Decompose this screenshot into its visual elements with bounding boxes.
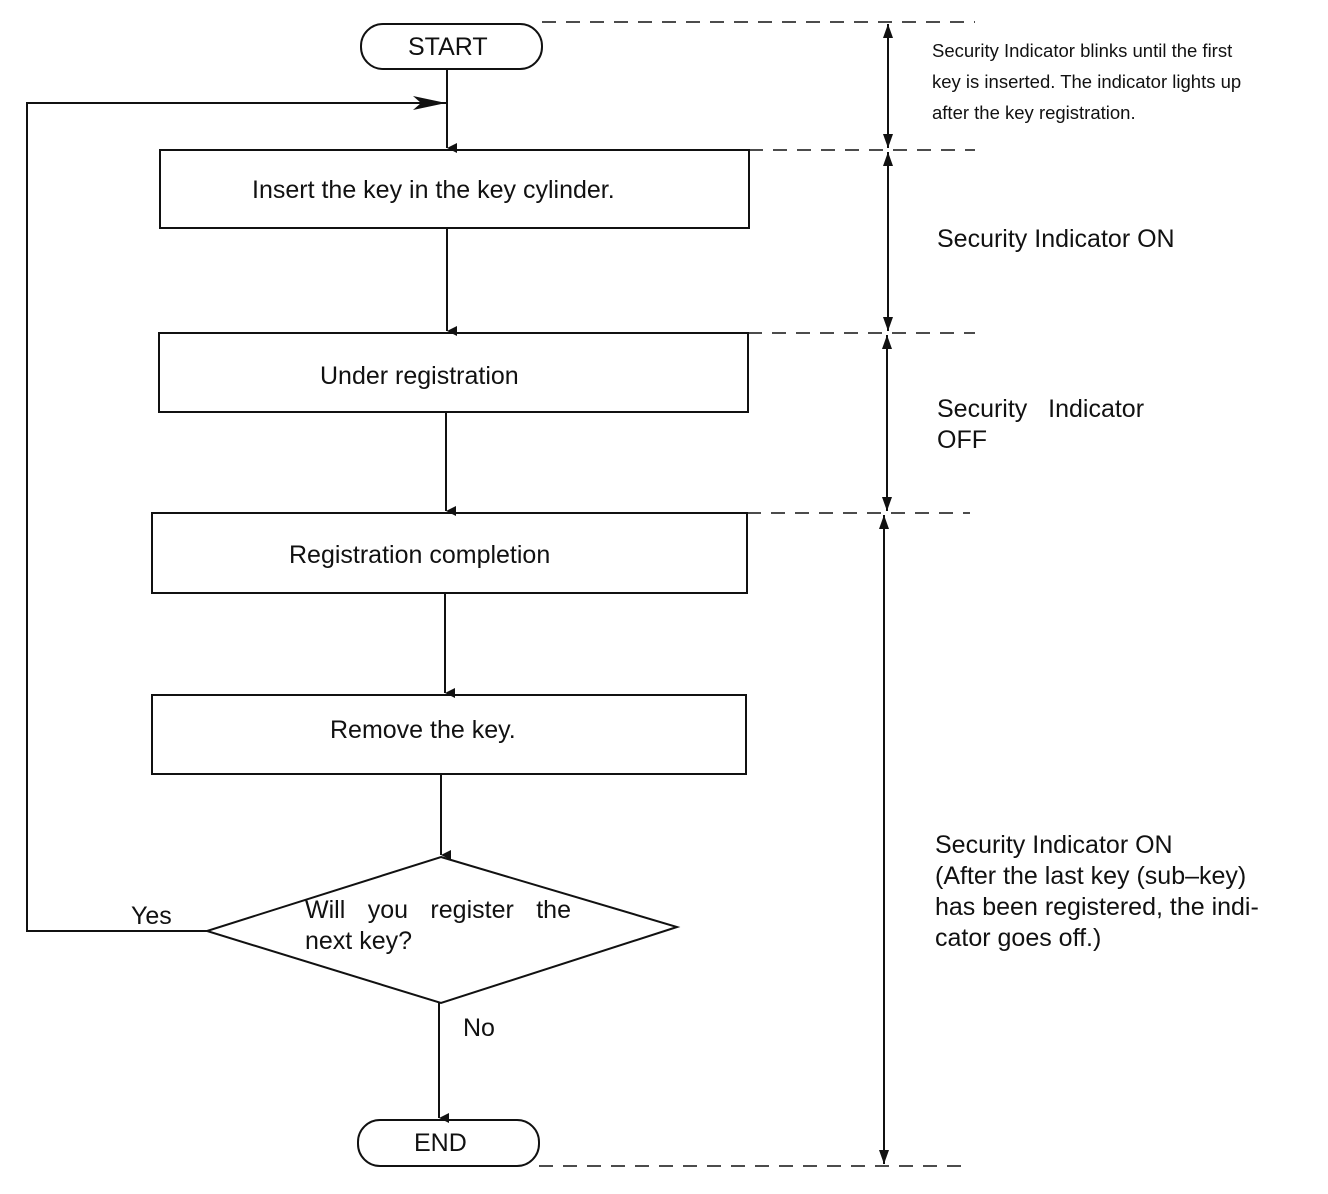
- note-blink-line1: Security Indicator blinks until the firs…: [932, 40, 1233, 61]
- note-blink-line3: after the key registration.: [932, 102, 1136, 123]
- start-terminal: [360, 23, 543, 70]
- note-indicator-on-2: Security Indicator ON (After the last ke…: [935, 830, 1259, 954]
- step-label-under-registration: Under registration: [320, 362, 519, 390]
- yes-label: Yes: [131, 902, 172, 930]
- end-label: END: [414, 1129, 467, 1157]
- note-indicator-on-2-line1: Security Indicator ON: [935, 831, 1173, 859]
- step-box-insert-key: [159, 149, 750, 229]
- connector-yes-loop: [26, 102, 446, 932]
- note-indicator-off-line1: Security Indicator: [937, 395, 1145, 423]
- note-indicator-on-2-line2: (After the last key (sub–key): [935, 862, 1247, 890]
- step-label-registration-completion: Registration completion: [289, 541, 551, 569]
- note-indicator-on-2-line3: has been registered, the indi-: [935, 893, 1259, 921]
- loop-arrowhead: [413, 96, 446, 110]
- section-dividers: [539, 21, 975, 1167]
- range-arrows: [879, 24, 893, 1164]
- no-label: No: [463, 1014, 495, 1042]
- note-blink: Security Indicator blinks until the firs…: [932, 35, 1241, 128]
- step-box-registration-completion: [151, 512, 748, 594]
- step-box-under-registration: [158, 332, 749, 413]
- step-label-insert-key: Insert the key in the key cylinder.: [252, 176, 615, 204]
- start-label: START: [408, 33, 488, 61]
- note-blink-line2: key is inserted. The indicator lights up: [932, 71, 1242, 92]
- note-indicator-off: Security Indicator OFF: [937, 394, 1144, 456]
- decision-diamond: [203, 855, 681, 1005]
- decision-question-line2: next key?: [305, 927, 413, 955]
- note-indicator-on-2-line4: cator goes off.): [935, 924, 1102, 952]
- decision-question-line1: Will you register the: [305, 896, 571, 924]
- step-label-remove-key: Remove the key.: [330, 716, 516, 744]
- note-indicator-off-line2: OFF: [937, 426, 987, 454]
- note-indicator-on-1: Security Indicator ON: [937, 225, 1175, 253]
